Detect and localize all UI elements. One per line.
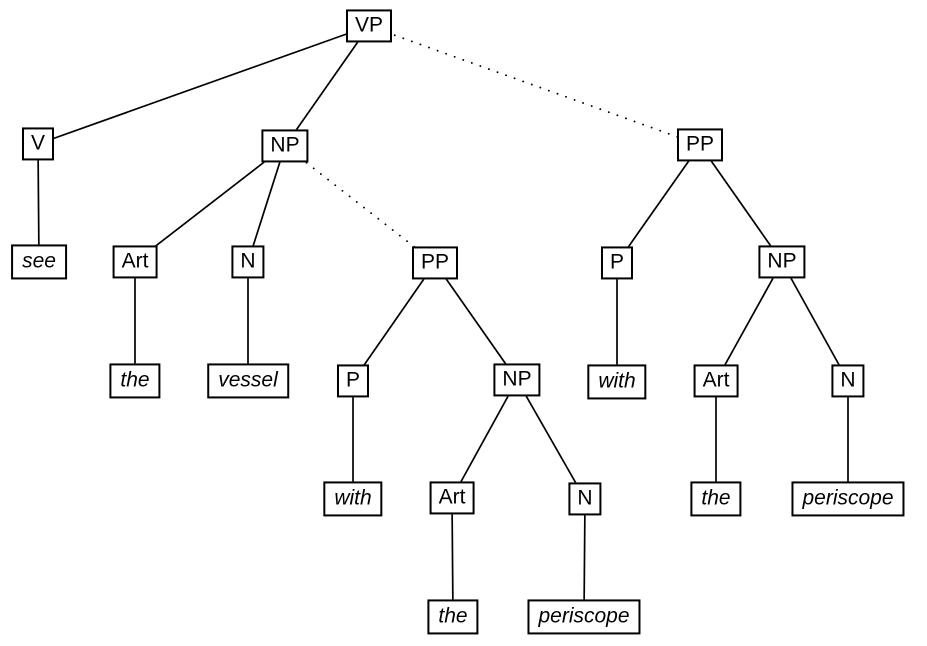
tree-edge-np1-n1 — [247, 145, 286, 263]
tree-edge-np_r-art_r — [715, 261, 783, 382]
tree-node-pp_m: PP — [411, 246, 459, 280]
tree-node-v: V — [21, 127, 55, 161]
tree-edge-np_r-n_r — [781, 261, 849, 382]
tree-edge-pp_m-p_m — [352, 262, 436, 382]
tree-node-vessel: vessel — [207, 363, 289, 399]
tree-edge-vp-np1 — [284, 25, 370, 147]
tree-edge-pp_m-np_m — [434, 262, 518, 381]
tree-edge-vp-v — [37, 25, 370, 145]
tree-node-see: see — [11, 244, 67, 280]
tree-node-peri_m: periscope — [527, 599, 641, 635]
tree-edge-np_m-art_m — [451, 379, 518, 499]
tree-node-pp_r: PP — [676, 128, 724, 162]
tree-node-the_r: the — [690, 481, 742, 517]
tree-edge-pp_r-np_r — [699, 144, 783, 263]
tree-edge-art_m-the_m — [451, 497, 454, 618]
tree-node-np_r: NP — [758, 245, 806, 279]
tree-node-art_m: Art — [429, 481, 475, 515]
tree-node-the_m: the — [427, 599, 479, 635]
tree-node-art_r: Art — [693, 364, 739, 398]
tree-node-with_r: with — [587, 364, 647, 400]
tree-node-p_r: P — [600, 246, 634, 280]
tree-node-p_m: P — [336, 364, 370, 398]
tree-edge-pp_r-p_r — [616, 144, 701, 264]
tree-node-n1: N — [231, 245, 265, 279]
tree-edge-n_m-peri_m — [583, 498, 586, 618]
tree-node-art1: Art — [112, 245, 158, 279]
tree-node-n_m: N — [568, 482, 602, 516]
tree-node-n_r: N — [831, 364, 865, 398]
tree-node-np_m: NP — [493, 363, 541, 397]
tree-edge-np1-art1 — [134, 145, 286, 263]
tree-node-np1: NP — [261, 129, 309, 163]
tree-edge-v-see — [37, 143, 40, 263]
tree-node-vp: VP — [345, 9, 393, 43]
tree-node-the1: the — [109, 363, 161, 399]
tree-node-with_m: with — [323, 481, 383, 517]
tree-node-peri_r: periscope — [791, 481, 905, 517]
tree-edge-np_m-n_m — [516, 379, 586, 500]
